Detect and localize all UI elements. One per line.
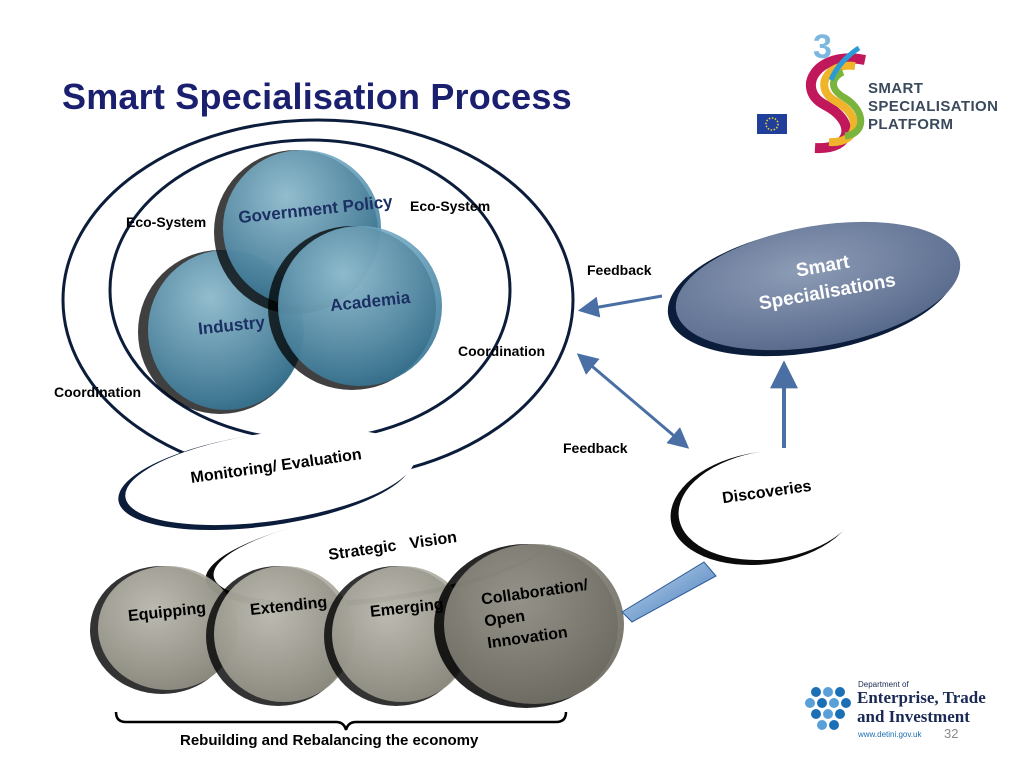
- collaboration-arrow: [621, 561, 717, 623]
- discoveries-ellipse: [678, 450, 862, 560]
- department-logo: [805, 687, 851, 730]
- coordination-label-left: Coordination: [54, 384, 142, 400]
- page-title: Smart Specialisation Process: [62, 76, 572, 117]
- department-url: www.detini.gov.uk: [858, 730, 922, 739]
- logo-mark: 3: [813, 28, 832, 66]
- feedback-arrow-bidirectional: [576, 353, 690, 449]
- logo-line-2: SPECIALISATION: [868, 98, 999, 115]
- logo-line-3: PLATFORM: [868, 116, 954, 133]
- academia-circle: [278, 226, 442, 386]
- department-line-1: Enterprise, Trade: [857, 688, 986, 707]
- page-number: 32: [944, 726, 959, 741]
- collaboration-circle: [444, 544, 624, 704]
- feedback-label-top: Feedback: [587, 262, 652, 278]
- monitoring-ellipse: [125, 428, 415, 526]
- department-small-text: Department of: [858, 680, 909, 689]
- emerging-circle: [332, 566, 472, 702]
- ecosystem-label-right: Eco-System: [410, 198, 491, 214]
- hexagon-cluster-icon: [805, 687, 851, 730]
- extending-circle: [214, 566, 354, 702]
- equipping-circle: [98, 566, 238, 690]
- department-line-2: and Investment: [857, 707, 970, 726]
- s3-platform-logo: 3: [757, 28, 866, 154]
- feedback-arrow-top: [577, 294, 663, 318]
- logo-line-1: SMART: [868, 80, 924, 97]
- department-name: Enterprise, Trade and Investment: [857, 688, 986, 726]
- eu-flag-icon: [757, 114, 787, 134]
- economy-brace-label: Rebuilding and Rebalancing the economy: [180, 732, 479, 749]
- feedback-label-bottom: Feedback: [563, 440, 628, 456]
- economy-brace: [114, 711, 568, 731]
- coordination-label-right: Coordination: [458, 343, 546, 359]
- logo-text: SMART SPECIALISATION PLATFORM: [868, 80, 998, 134]
- smart-spec-ellipse: [675, 221, 961, 351]
- ecosystem-label-left: Eco-System: [126, 214, 207, 230]
